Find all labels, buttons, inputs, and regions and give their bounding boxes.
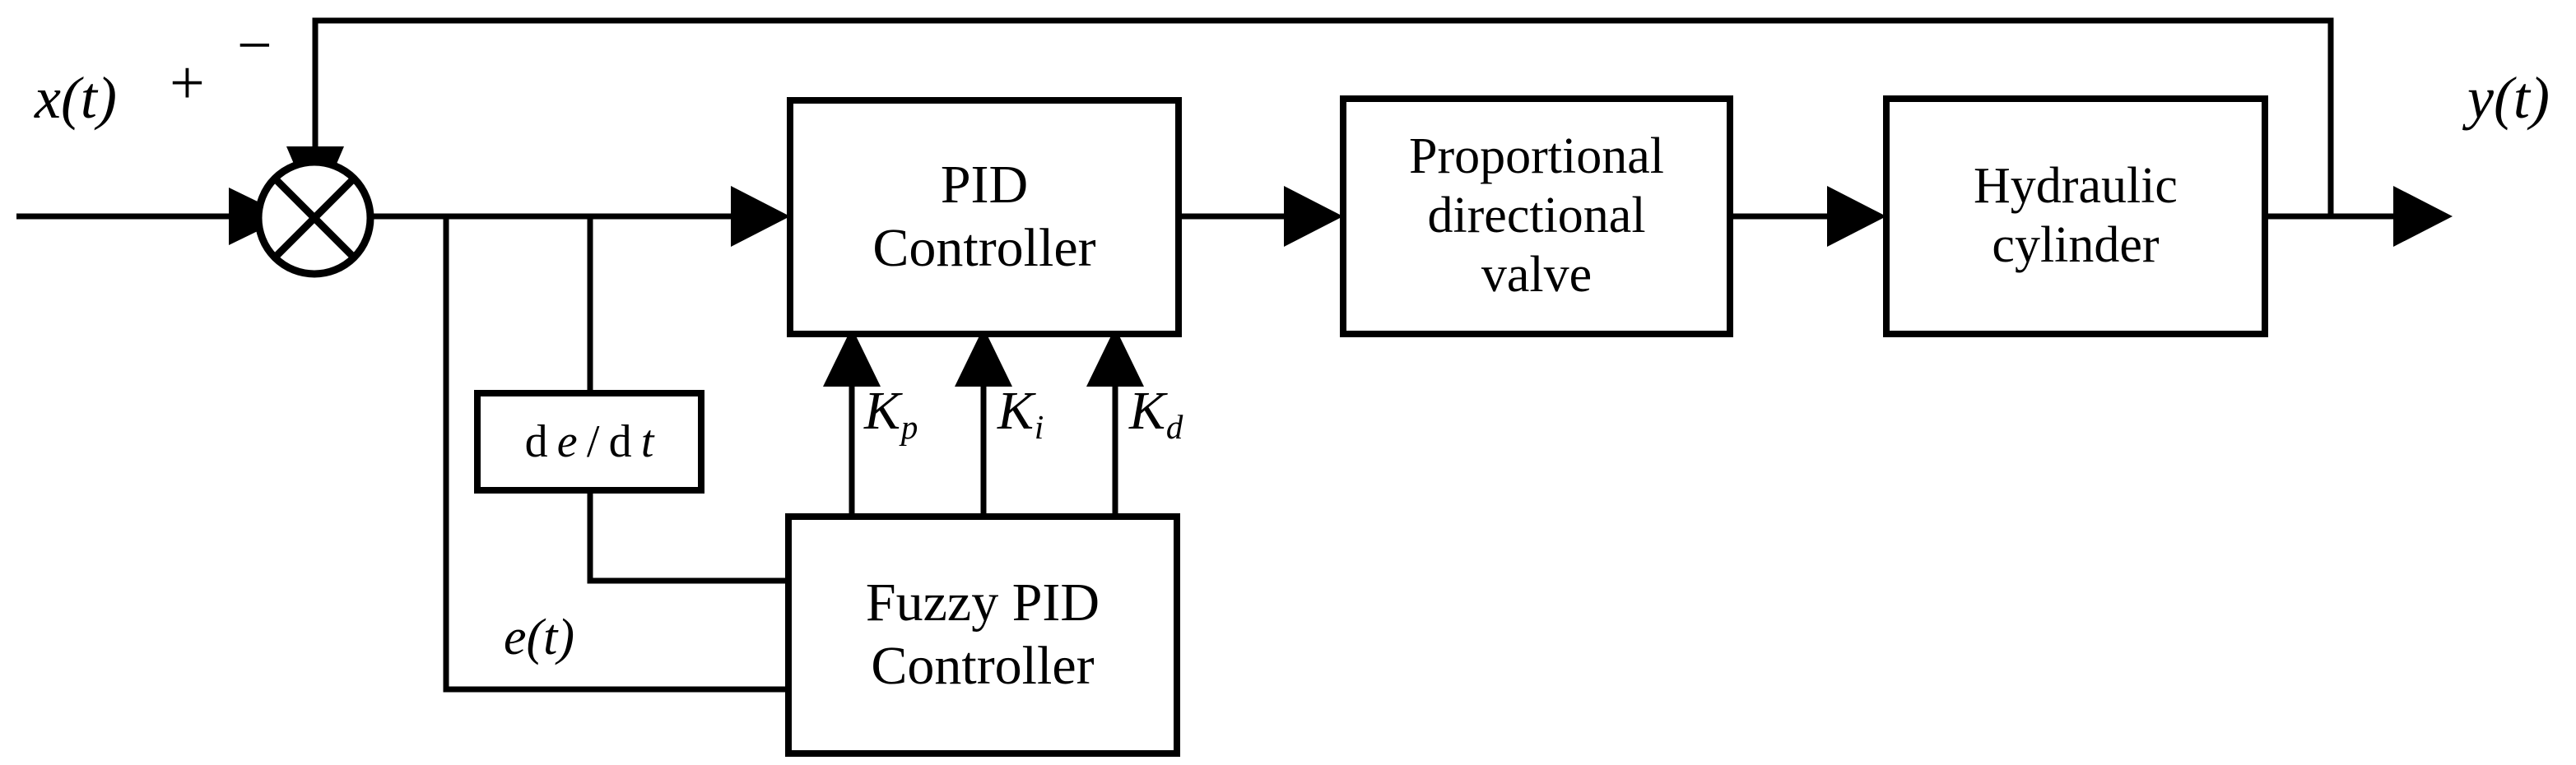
wire-error-branch-to-fuzzy xyxy=(443,216,912,693)
block-proportional-directional-valve xyxy=(1340,95,1733,337)
summing-junction-cross-b xyxy=(272,175,357,261)
wire-feedback-loop xyxy=(312,17,2334,216)
summing-junction xyxy=(254,158,374,278)
gain-ki-sub: i xyxy=(1034,409,1044,447)
arrowhead-kp xyxy=(823,327,881,387)
gain-label-ki: Ki xyxy=(997,380,1044,447)
arrowhead-sum-to-pid xyxy=(731,186,790,247)
arrowhead-ki xyxy=(955,327,1012,387)
gain-kp-base: K xyxy=(864,381,901,441)
block-rect-group xyxy=(474,95,2268,757)
minus-sign-label: − xyxy=(237,11,272,80)
arrowhead-kd xyxy=(1086,327,1144,387)
block-hydraulic-cylinder xyxy=(1883,95,2268,337)
plus-sign-label: + xyxy=(170,49,205,118)
gain-label-kd: Kd xyxy=(1129,380,1183,447)
input-signal-label: x(t) xyxy=(35,65,117,131)
block-fuzzy-pid-controller xyxy=(785,513,1180,757)
gain-kd-base: K xyxy=(1129,381,1166,441)
arrowhead-cylinder-to-output xyxy=(2393,186,2453,247)
error-signal-label: e(t) xyxy=(504,610,575,665)
block-label-derivative: d e / d t xyxy=(524,416,654,467)
output-signal-label: y(t) xyxy=(2467,65,2550,131)
gain-label-kp: Kp xyxy=(864,380,918,447)
gain-kp-sub: p xyxy=(900,409,918,447)
block-pid-controller xyxy=(787,97,1182,337)
wire-group xyxy=(16,17,2436,693)
gain-ki-base: K xyxy=(997,381,1035,441)
block-derivative xyxy=(474,390,704,494)
arrowhead-valve-to-cylinder xyxy=(1827,186,1886,247)
arrowhead-pid-to-valve xyxy=(1284,186,1343,247)
gain-kd-sub: d xyxy=(1165,409,1183,447)
